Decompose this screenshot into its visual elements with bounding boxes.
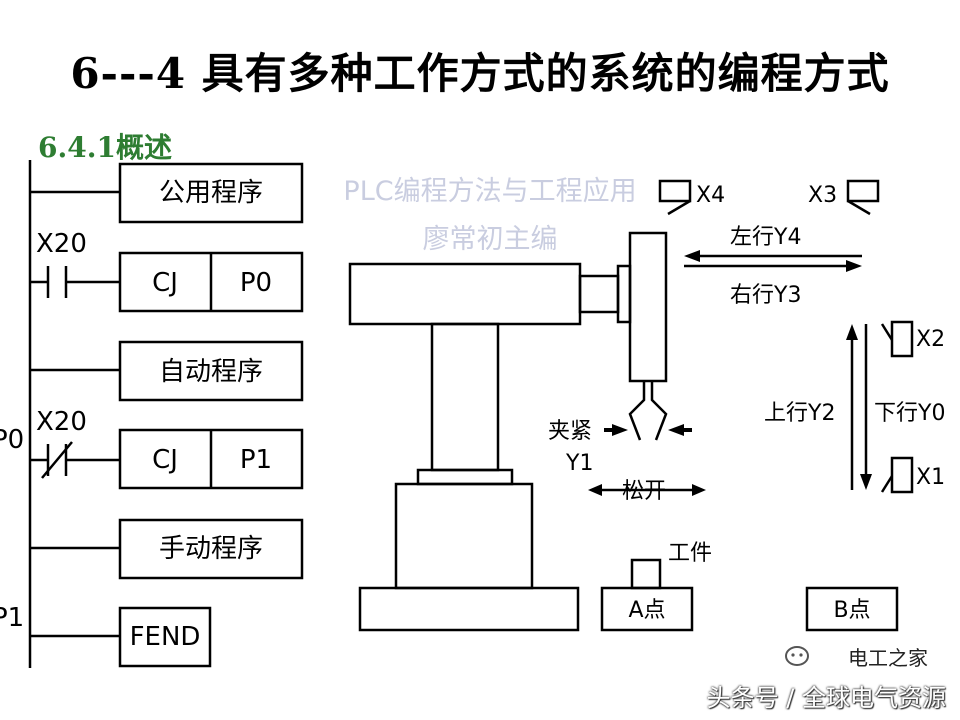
- brand-name: 电工之家: [848, 646, 928, 670]
- arrow-release-right-head: [692, 484, 706, 496]
- cj-top-label: CJ: [152, 268, 178, 298]
- cj-bottom-label: CJ: [152, 445, 178, 475]
- section-label: 6.4.1概述: [38, 131, 172, 164]
- station-b-box: [805, 586, 899, 632]
- chat-bubble-icon: [785, 646, 809, 666]
- station-a-box: [600, 586, 694, 632]
- switch-x2-label: X2: [916, 327, 945, 352]
- p0-box-label: P0: [240, 268, 272, 298]
- arrow-release-left-head: [588, 484, 602, 496]
- fend-label: FEND: [130, 622, 201, 652]
- arrow-left-head: [684, 250, 700, 262]
- arm-connector: [578, 274, 620, 314]
- common-program-label: 公用程序: [159, 178, 263, 208]
- auto-program-label: 自动程序: [159, 357, 263, 387]
- watermark: PLC编程方法与工程应用 廖常初主编: [320, 168, 660, 264]
- clamp-arrow-right-head: [668, 424, 684, 436]
- workpiece-block: [630, 558, 662, 590]
- clamp-label: 夹紧: [548, 419, 592, 444]
- left-move-label: 左行Y4: [730, 225, 801, 250]
- limit-switch-x4-body: [658, 179, 692, 203]
- watermark-line-1: PLC编程方法与工程应用: [343, 176, 637, 207]
- clamp-y1-label: Y1: [565, 451, 593, 476]
- limit-switch-x1-body: [890, 456, 914, 494]
- limit-switch-x3-body: [846, 179, 880, 203]
- workpiece-label: 工件: [668, 541, 712, 566]
- auto-program-box: [118, 340, 304, 402]
- down-move-label: 下行Y0: [874, 401, 945, 426]
- vertical-slide: [628, 231, 668, 383]
- arm-beam: [348, 262, 582, 326]
- pedestal: [394, 482, 534, 590]
- label-p1: P1: [0, 603, 24, 633]
- release-label: 松开: [622, 479, 666, 504]
- label-p0: P0: [0, 425, 24, 455]
- arrow-right-head: [846, 260, 862, 272]
- common-program-box: [118, 162, 304, 224]
- contact-x20-top-label: X20: [36, 229, 87, 259]
- arrow-up-head: [846, 324, 858, 340]
- limit-switch-x4-lever: [667, 199, 691, 216]
- right-move-label: 右行Y3: [730, 283, 801, 308]
- arm-collar: [616, 264, 632, 324]
- up-move-label: 上行Y2: [764, 401, 835, 426]
- limit-switch-x2-body: [890, 320, 914, 358]
- base-plate: [358, 586, 580, 632]
- contact-x20-bottom-label: X20: [36, 407, 87, 437]
- brand-source: 头条号 / 全球电气资源: [706, 684, 946, 712]
- page-title: 6---4 具有多种工作方式的系统的编程方式: [70, 49, 890, 98]
- limit-switch-x1-lever: [880, 475, 894, 493]
- arrow-down-head: [860, 474, 872, 490]
- gripper-left-finger: [628, 381, 646, 441]
- column-collar: [416, 468, 514, 486]
- switch-x4-label: X4: [696, 183, 725, 208]
- switch-x3-label: X3: [808, 183, 837, 208]
- point-a-label: A点: [628, 598, 665, 623]
- clamp-arrow-right-shaft: [682, 428, 692, 432]
- p1-box-label: P1: [240, 445, 272, 475]
- brand-watermark: 电工之家 头条号 / 全球电气资源: [676, 636, 956, 716]
- column: [430, 322, 500, 472]
- clamp-arrow-left-head: [612, 424, 628, 436]
- watermark-line-2: 廖常初主编: [422, 224, 558, 255]
- manual-program-label: 手动程序: [159, 534, 263, 564]
- clamp-arrow-left-shaft: [604, 428, 614, 432]
- fend-box: [118, 606, 212, 668]
- limit-switch-x2-lever: [880, 323, 894, 341]
- manual-program-box: [118, 518, 304, 580]
- switch-x1-label: X1: [916, 465, 945, 490]
- gripper-right-finger: [650, 381, 668, 441]
- point-b-label: B点: [833, 598, 870, 623]
- limit-switch-x3-lever: [847, 199, 871, 216]
- contact-x20-nc-slash: [41, 441, 73, 479]
